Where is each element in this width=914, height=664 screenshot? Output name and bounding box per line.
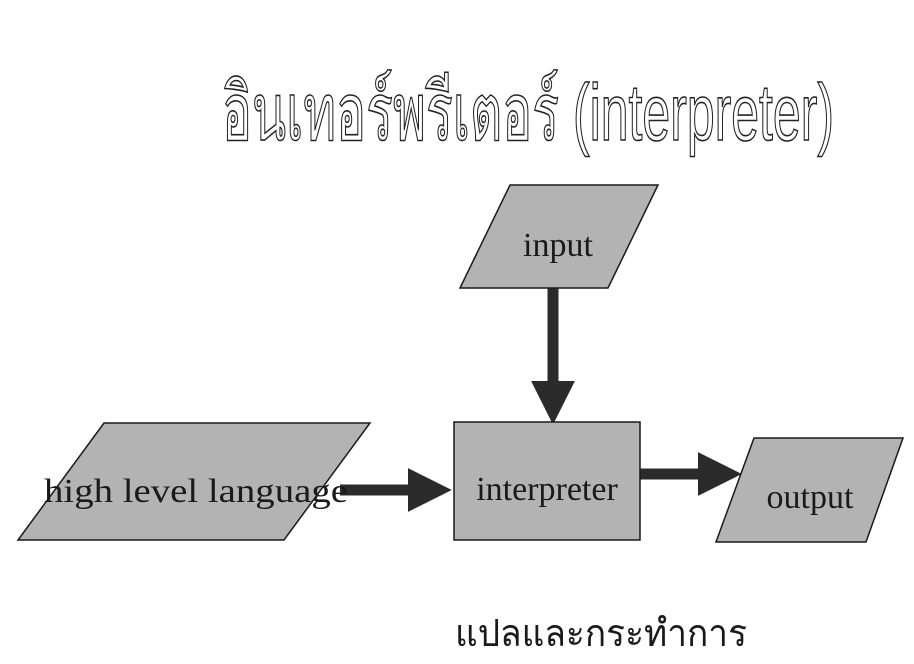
diagram-title: อินเทอร์พรีเตอร์ (interpreter) [222,68,834,157]
output-label: output [767,479,854,516]
interpreter-rectangle [453,421,641,541]
source-node: high level language [16,422,372,541]
diagram-caption: แปลและกระทำการ [455,611,747,655]
output-node: output [714,437,905,543]
input-label: input [523,227,593,264]
input-parallelogram [458,184,660,289]
output-parallelogram [714,437,905,543]
interpreter-node: interpreter [453,421,641,541]
source-label: high level language [44,473,348,510]
source-parallelogram [16,422,372,541]
interpreter-label: interpreter [476,471,618,508]
input-node: input [458,184,660,289]
